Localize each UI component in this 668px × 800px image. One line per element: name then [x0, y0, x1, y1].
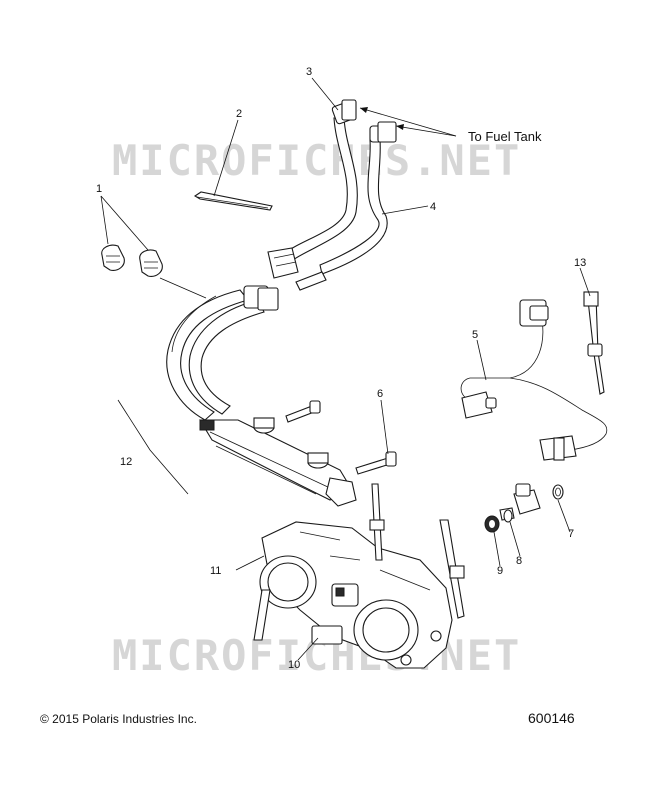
callout-4: 4 — [430, 201, 436, 213]
callout-10: 10 — [288, 659, 300, 671]
part-13-sensor — [583, 291, 605, 395]
part-8-washer — [503, 509, 513, 523]
arrowhead-icon — [360, 107, 368, 113]
callout-9: 9 — [497, 565, 503, 577]
part-4-fuel-line — [295, 121, 397, 291]
callout-8: 8 — [516, 555, 522, 567]
callout-11: 11 — [210, 565, 221, 577]
part-6-bolt-lower — [355, 451, 397, 475]
sensor-rod-left — [369, 483, 385, 561]
part-7-o-ring — [552, 484, 564, 500]
sensor-rod-right — [439, 519, 465, 619]
part-6-bolt-upper — [285, 400, 321, 423]
callout-6: 6 — [377, 388, 383, 400]
part-11-throttle-cable-stud — [253, 589, 271, 641]
leader-lines — [100, 77, 591, 661]
watermark-top: MICROFICHES.NET — [112, 136, 521, 185]
part-12-fuel-rail-assembly — [166, 285, 357, 507]
arrowhead-icon — [396, 124, 404, 130]
callout-1: 1 — [96, 183, 102, 195]
part-3-fuel-line — [267, 99, 358, 279]
part-10-throttle-body — [259, 521, 453, 669]
part-1-clip-right — [139, 249, 163, 277]
part-9-seal — [484, 515, 500, 533]
copyright-text: © 2015 Polaris Industries Inc. — [40, 712, 197, 726]
callout-to-fuel-tank: To Fuel Tank — [468, 129, 542, 144]
part-5-wiring-harness — [460, 299, 608, 461]
callout-7: 7 — [568, 528, 574, 540]
part-1-clip-left — [101, 244, 125, 271]
callout-5: 5 — [472, 329, 478, 341]
callout-3: 3 — [306, 66, 312, 78]
part-2-cable-tie — [193, 191, 273, 211]
callout-13: 13 — [574, 257, 586, 269]
diagram-number: 600146 — [528, 710, 575, 726]
callout-12: 12 — [120, 456, 132, 468]
callout-2: 2 — [236, 108, 242, 120]
